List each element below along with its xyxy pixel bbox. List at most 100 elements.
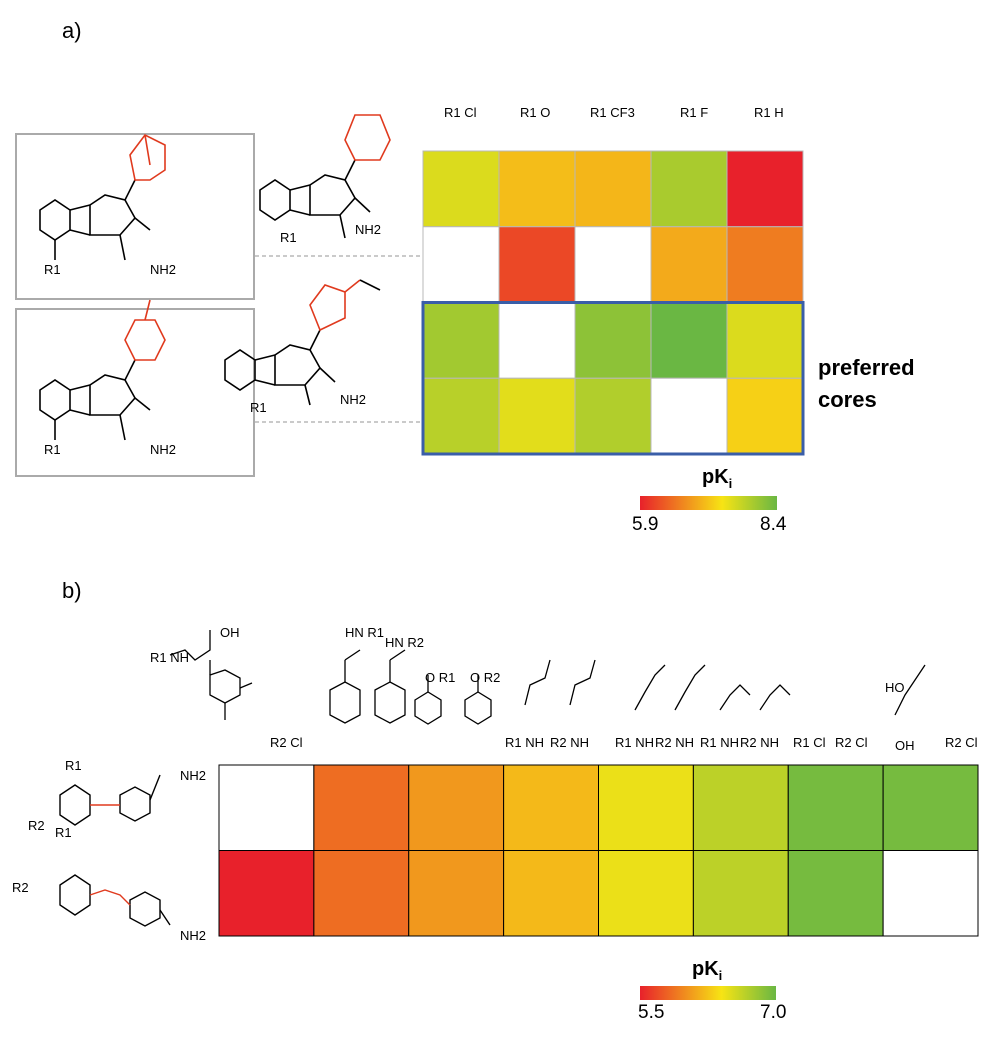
r1-text: R1 [505,735,522,750]
b-core-2-r1: R1 [55,825,72,840]
heatmap-cell-r0-c4 [598,764,694,851]
heatmap-cell-r0-c0 [422,150,500,228]
heatmap-cell-r2-c1 [498,302,576,379]
core-structure-4 [224,329,336,406]
colorbar-a-title: pKi [702,466,732,491]
cores-text: cores [818,387,877,412]
heatmap-cell-r3-c2 [574,377,652,455]
r1-text: R1 [590,105,607,120]
heatmap-cell-r0-c6 [787,764,884,851]
nh-text: NH [760,735,780,750]
nh2-text: NH2 [180,768,207,783]
heatmap-cell-r0-c2 [574,150,652,228]
colorbar-b-min: 5.5 [638,1002,665,1023]
b-label-oh-serine: OH [895,738,915,753]
panel-b-core-structures [59,774,171,927]
r1-text: R1 [44,262,61,277]
heatmap-cell-r1-c6 [787,850,884,937]
b-label-r1-nh-4: R1 NH [700,735,739,750]
substituent-text: F [700,105,709,120]
b-core-2-nh2: NH2 [180,928,206,943]
heatmap-cell-r1-c3 [650,226,728,303]
heatmap-cell-r1-c2 [408,850,505,937]
r2-text: R2 [550,735,567,750]
colorbar-b: pKi 5.5 7.0 [638,958,820,1028]
col-header-cf3: R1 CF3 [590,105,635,120]
core-1-nh2-label: NH2 [150,262,176,277]
r2-text: R2 [28,818,45,833]
colorbar-b-gradient [640,986,776,1000]
hn-text: HN [345,625,364,640]
heatmap-cell-r1-c4 [598,850,694,937]
b-label-hn-r1: HN R1 [345,625,384,640]
r1-text: R1 [65,758,82,773]
b-label-r2-nh-3: R2 NH [655,735,694,750]
r2-text: R2 [407,635,425,650]
core-substituent-4 [309,279,381,332]
preferred-cores-label: preferred cores [818,352,915,416]
nh2-text: NH2 [150,442,177,457]
nh-text: NH [525,735,545,750]
heatmap-cell-r0-c1 [313,764,410,851]
o-text: O [425,670,436,685]
colorbar-a-min: 5.9 [632,514,659,535]
heatmap-cell-r0-c7 [882,764,979,851]
heatmap-cell-r2-c0 [422,302,500,379]
r1-text: R1 [44,442,61,457]
heatmap-cell-r1-c4 [726,226,804,303]
nh2-text: NH2 [340,392,367,407]
preferred-text: preferred [818,355,915,380]
nh-text: NH [170,650,190,665]
r1-text: R1 [367,625,385,640]
panel-b-rgroup-structures [169,630,926,725]
r1-text: R1 [55,825,72,840]
r2-text: R2 [655,735,672,750]
b-label-r1-nh-1: R1 NH [150,650,189,665]
cl-text: Cl [855,735,868,750]
core-structure-3 [259,159,371,239]
r2-text: R2 [12,880,29,895]
b-label-r2-cl-end: R2 Cl [945,735,978,750]
nh-text: NH [675,735,695,750]
nh-text: NH [720,735,740,750]
oh-text: OH [895,738,915,753]
core-structures-a [39,114,420,441]
b-core-1-r1: R1 [65,758,82,773]
substituent-text: CF3 [610,105,635,120]
heatmap-cell-r0-c1 [498,150,576,228]
heatmap-cell-r2-c3 [650,302,728,379]
r1-text: R1 [520,105,537,120]
o-text: O [470,670,481,685]
core-substituent-2 [124,299,166,361]
nh2-text: NH2 [355,222,382,237]
nh2-text: NH2 [180,928,207,943]
r2-text: R2 [483,670,501,685]
colorbar-a-max: 8.4 [760,514,787,535]
core-2-nh2-label: NH2 [150,442,176,457]
heatmap-cell-r3-c3 [650,377,728,455]
r1-text: R1 [700,735,717,750]
r1-text: R1 [615,735,632,750]
heatmap-cell-r1-c1 [313,850,410,937]
cl-text: Cl [813,735,826,750]
heatmap-a [421,150,805,456]
panel-a-label: a) [62,18,82,43]
r2-text: R2 [740,735,757,750]
b-label-r1-nh-2: R1 NH [505,735,544,750]
core-substituent-1 [129,133,166,181]
cl-text: Cl [290,735,303,750]
b-label-r2-cl-1: R2 Cl [270,735,303,750]
core-structure-1 [39,179,151,261]
nh-text: NH [635,735,655,750]
core-structure-2 [39,359,151,441]
b-label-r1-cl: R1 Cl [793,735,826,750]
heatmap-cell-r0-c3 [650,150,728,228]
heatmap-cell-r1-c0 [218,850,315,937]
colorbar-title-sub: i [718,968,723,983]
core-1-r1-label: R1 [44,262,61,277]
b-label-r2-nh-4: R2 NH [740,735,779,750]
b-label-r2-nh-2: R2 NH [550,735,589,750]
substituent-text: O [540,105,551,120]
heatmap-cell-r1-c7 [882,850,979,937]
heatmap-cell-r1-c5 [692,850,789,937]
